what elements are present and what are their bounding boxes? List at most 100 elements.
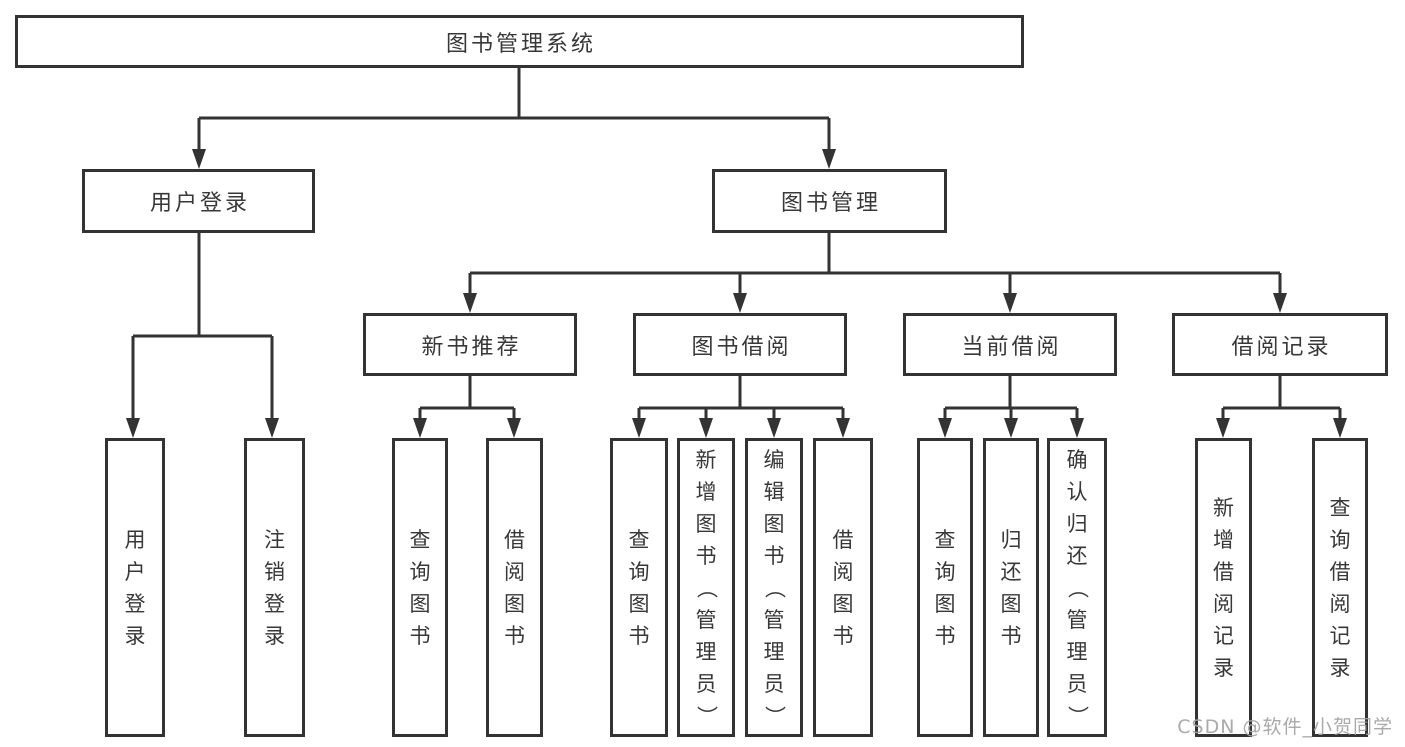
vertical-label-char: 新	[695, 447, 717, 472]
node-label: 查询图书	[629, 524, 650, 652]
node-book-borrowing: 图书借阅	[633, 313, 847, 376]
vertical-label-char: 图	[763, 511, 785, 536]
leaf-user-login: 用户登录	[105, 438, 165, 737]
vertical-label-char: （	[694, 577, 718, 598]
vertical-label-char: 理	[763, 639, 785, 664]
vertical-label-char: 图	[409, 591, 431, 616]
arrowhead	[507, 418, 521, 438]
vertical-label-char: 阅	[504, 559, 525, 584]
node-label: 图书借阅	[691, 334, 792, 360]
arrowhead	[836, 418, 850, 438]
arrowhead	[699, 418, 713, 438]
vertical-label-char: 阅	[832, 559, 854, 584]
leaf-borrow-books-1: 借阅图书	[486, 438, 543, 737]
vertical-label-char: 增	[1213, 527, 1234, 552]
arrowhead	[632, 418, 646, 438]
vertical-label-char: 书	[763, 543, 785, 568]
vertical-label-char: 图	[628, 591, 650, 616]
leaf-query-books-2: 查询图书	[610, 438, 668, 737]
vertical-label-char: 借	[1329, 559, 1351, 584]
vertical-label-char: 查	[628, 527, 650, 552]
csdn-watermark: CSDN @软件_小贺同学	[1177, 716, 1393, 738]
vertical-label-char: 阅	[1213, 591, 1234, 616]
vertical-label-char: 记	[1213, 623, 1234, 648]
vertical-label-char: ）	[1065, 705, 1089, 726]
vertical-label-char: 书	[1000, 623, 1022, 648]
node-label: 查询图书	[935, 524, 956, 652]
leaf-borrow-books-2: 借阅图书	[813, 438, 873, 737]
leaf-edit-books-admin: 编辑图书（管理员）	[745, 438, 803, 737]
leaf-logout: 注销登录	[244, 438, 305, 737]
arrowhead	[265, 418, 279, 438]
node-label: 确认归还（管理员）	[1065, 444, 1089, 732]
arrowhead	[733, 293, 747, 313]
leaf-query-borrow-record: 查询借阅记录	[1312, 438, 1368, 737]
node-new-book-recommend: 新书推荐	[363, 313, 577, 376]
vertical-label-char: 图	[1000, 591, 1022, 616]
vertical-label-char: （	[762, 577, 786, 598]
arrowhead	[192, 149, 206, 169]
node-label: 查询图书	[410, 524, 431, 652]
vertical-label-char: 借	[832, 527, 854, 552]
vertical-label-char: 还	[1000, 559, 1022, 584]
arrowhead	[126, 418, 140, 438]
arrowhead	[413, 418, 427, 438]
node-label: 新书推荐	[421, 334, 522, 360]
vertical-label-char: 询	[934, 559, 956, 584]
vertical-label-char: 用	[124, 527, 146, 552]
node-label: 图书管理	[780, 191, 881, 216]
vertical-label-char: 增	[695, 479, 717, 504]
vertical-label-char: 销	[264, 559, 285, 584]
leaf-query-books-3: 查询图书	[917, 438, 973, 737]
arrowhead	[1333, 418, 1347, 438]
vertical-label-char: 户	[124, 559, 146, 584]
vertical-label-char: 新	[1213, 495, 1234, 520]
vertical-label-char: 图	[695, 511, 717, 536]
leaf-add-books-admin: 新增图书（管理员）	[677, 438, 735, 737]
vertical-label-char: 录	[264, 623, 285, 648]
vertical-label-char: 员	[1066, 671, 1088, 696]
vertical-label-char: 书	[628, 623, 650, 648]
vertical-label-char: 书	[504, 623, 525, 648]
node-label: 用户登录	[149, 191, 250, 216]
arrowhead	[938, 418, 952, 438]
arrowhead	[1003, 293, 1017, 313]
vertical-label-char: 图	[832, 591, 854, 616]
vertical-label-char: 借	[504, 527, 525, 552]
arrowhead	[1216, 418, 1230, 438]
arrowhead	[822, 149, 836, 169]
arrowhead	[1070, 418, 1084, 438]
leaf-query-books-1: 查询图书	[392, 438, 448, 737]
vertical-label-char: 图	[934, 591, 956, 616]
vertical-label-char: 阅	[1329, 591, 1351, 616]
arrowhead	[1273, 293, 1287, 313]
node-label: 借阅图书	[833, 524, 854, 652]
leaf-return-books: 归还图书	[983, 438, 1039, 737]
vertical-label-char: 图	[504, 591, 525, 616]
vertical-label-char: （	[1065, 577, 1089, 598]
vertical-label-char: 书	[695, 543, 717, 568]
vertical-label-char: ）	[694, 705, 718, 726]
vertical-label-char: 辑	[763, 479, 785, 504]
arrowhead	[463, 293, 477, 313]
vertical-label-char: 查	[1329, 495, 1351, 520]
node-user-login: 用户登录	[82, 169, 315, 233]
vertical-label-char: 书	[409, 623, 431, 648]
vertical-label-char: 查	[934, 527, 956, 552]
vertical-label-char: 录	[124, 623, 146, 648]
node-label: 查询借阅记录	[1330, 492, 1351, 684]
vertical-label-char: 认	[1066, 479, 1088, 504]
node-label: 新增图书（管理员）	[694, 444, 718, 732]
arrowheads	[126, 149, 1347, 438]
vertical-label-char: 借	[1213, 559, 1234, 584]
vertical-label-char: 书	[934, 623, 956, 648]
vertical-label-char: 询	[409, 559, 431, 584]
vertical-label-char: ）	[762, 705, 786, 726]
node-label: 图书管理系统	[445, 31, 596, 57]
arrowhead	[1004, 418, 1018, 438]
vertical-label-char: 记	[1329, 623, 1351, 648]
node-root-library-management-system: 图书管理系统	[15, 15, 1024, 68]
node-label: 借阅图书	[504, 524, 525, 652]
vertical-label-char: 理	[695, 639, 717, 664]
